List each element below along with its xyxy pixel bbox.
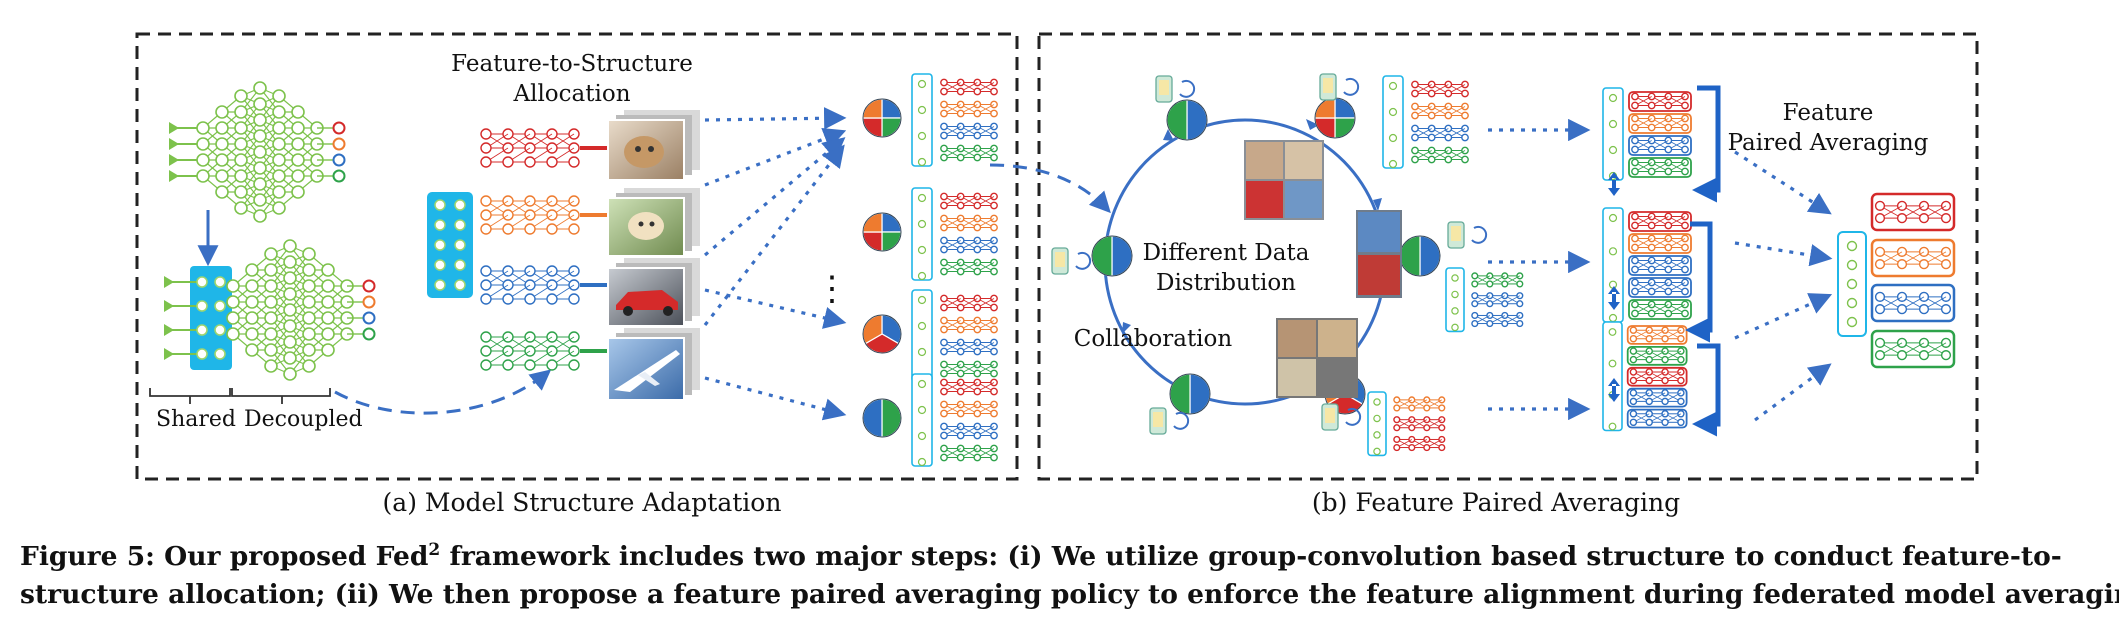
shared-bracket <box>149 388 231 404</box>
routing-arrows <box>703 107 847 421</box>
double-arrows <box>1608 172 1620 402</box>
panel-b-frame <box>1037 32 1979 481</box>
data-photo-grid-3 <box>1276 318 1358 398</box>
allocation-title-line2: Allocation <box>512 81 630 107</box>
caption-superscript: 2 <box>428 540 441 561</box>
figure-caption: Figure 5: Our proposed Fed2 framework in… <box>20 538 2119 614</box>
car-photo <box>607 258 700 327</box>
client-models-a <box>862 73 998 467</box>
full-network-top <box>169 81 346 223</box>
cross-panel-arrow <box>989 163 1111 214</box>
global-model <box>1837 192 1956 369</box>
caption-line1: Figure 5: Our proposed Fed2 framework in… <box>20 538 2100 576</box>
shared-layer-nodes <box>434 199 466 291</box>
data-photo-grid-1 <box>1244 140 1324 220</box>
pairing-brackets <box>1685 85 1721 437</box>
collaboration-label: Collaboration <box>1074 326 1233 352</box>
upload-arrows <box>1488 118 1591 421</box>
decoupled-label: Decoupled <box>244 407 363 432</box>
subcaption-a: (a) Model Structure Adaptation <box>383 488 782 517</box>
plane-photo <box>607 328 700 401</box>
panel-a-frame <box>135 32 1019 481</box>
curved-dashed-arrow <box>334 369 552 415</box>
different-data-line1: Different Data <box>1143 240 1310 266</box>
subcaption-b: (b) Feature Paired Averaging <box>1312 488 1680 517</box>
feature-paired-line1: Feature <box>1783 100 1874 126</box>
feature-paired-line2: Paired Averaging <box>1728 130 1929 156</box>
decoupled-network-bottom <box>164 239 376 381</box>
caption-line2: structure allocation; (ii) We then propo… <box>20 579 2119 610</box>
paired-feature-stacks <box>1602 87 1692 432</box>
decoupled-bracket <box>231 388 331 404</box>
caption-prefix: Figure 5: Our proposed Fed <box>20 541 429 572</box>
aggregate-arrows <box>1734 150 1833 422</box>
different-data-line2: Distribution <box>1156 270 1296 296</box>
cat-photo <box>607 110 700 181</box>
shared-label: Shared <box>156 407 236 432</box>
feature-subnetworks <box>480 128 580 371</box>
vertical-ellipsis: ⋮ <box>815 269 849 309</box>
data-photo-grid-2 <box>1356 210 1402 298</box>
caption-line1-rest: framework includes two major steps: (i) … <box>440 541 2062 572</box>
allocation-title-line1: Feature-to-Structure <box>451 51 693 77</box>
dog-photo <box>607 188 700 257</box>
figure: Shared Decoupled Feature-to-Structure Al… <box>135 32 1979 517</box>
shared-layer-block <box>427 192 473 298</box>
